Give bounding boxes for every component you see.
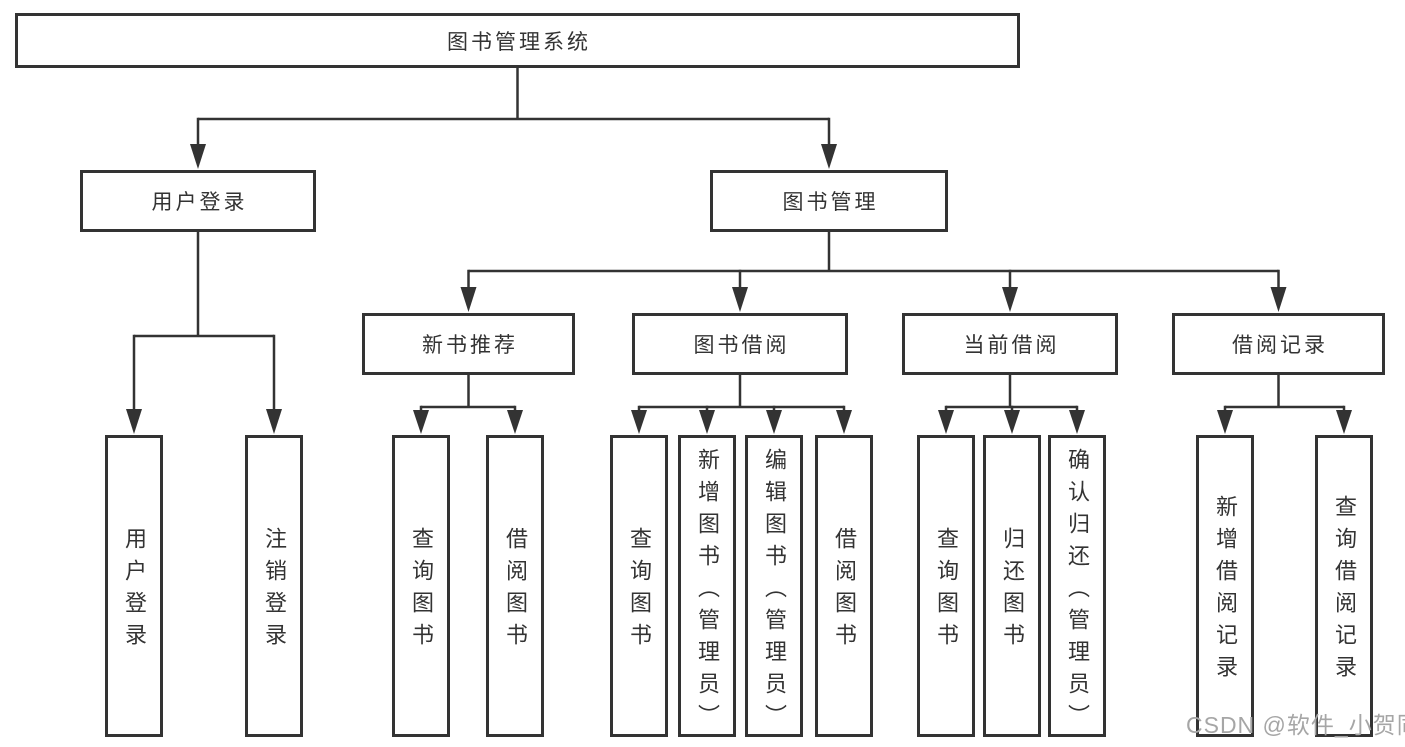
node-borrow-records: 借阅记录 — [1172, 313, 1385, 375]
leaf-add-borrow-record: 新增借阅记录 — [1196, 435, 1254, 737]
leaf-borrow-books-recommend: 借阅图书 — [486, 435, 544, 737]
leaf-query-books-current: 查询图书 — [917, 435, 975, 737]
leaf-logout: 注销登录 — [245, 435, 303, 737]
arrowheads — [126, 144, 1352, 434]
node-new-book-recommend: 新书推荐 — [362, 313, 575, 375]
leaf-query-borrow-record: 查询借阅记录 — [1315, 435, 1373, 737]
watermark-text: CSDN @软件_小贺同学 — [1186, 712, 1405, 738]
leaf-edit-book-admin: 编辑图书（管理员） — [745, 435, 803, 737]
node-book-borrow: 图书借阅 — [632, 313, 848, 375]
node-user-login: 用户登录 — [80, 170, 316, 232]
leaf-query-books-recommend: 查询图书 — [392, 435, 450, 737]
leaf-borrow-books-borrow: 借阅图书 — [815, 435, 873, 737]
leaf-add-book-admin: 新增图书（管理员） — [678, 435, 736, 737]
leaf-user-login: 用户登录 — [105, 435, 163, 737]
leaf-confirm-return-admin: 确认归还（管理员） — [1048, 435, 1106, 737]
leaf-return-books: 归还图书 — [983, 435, 1041, 737]
node-current-borrow: 当前借阅 — [902, 313, 1118, 375]
leaf-query-books-borrow: 查询图书 — [610, 435, 668, 737]
node-book-management: 图书管理 — [710, 170, 948, 232]
node-root: 图书管理系统 — [15, 13, 1020, 68]
